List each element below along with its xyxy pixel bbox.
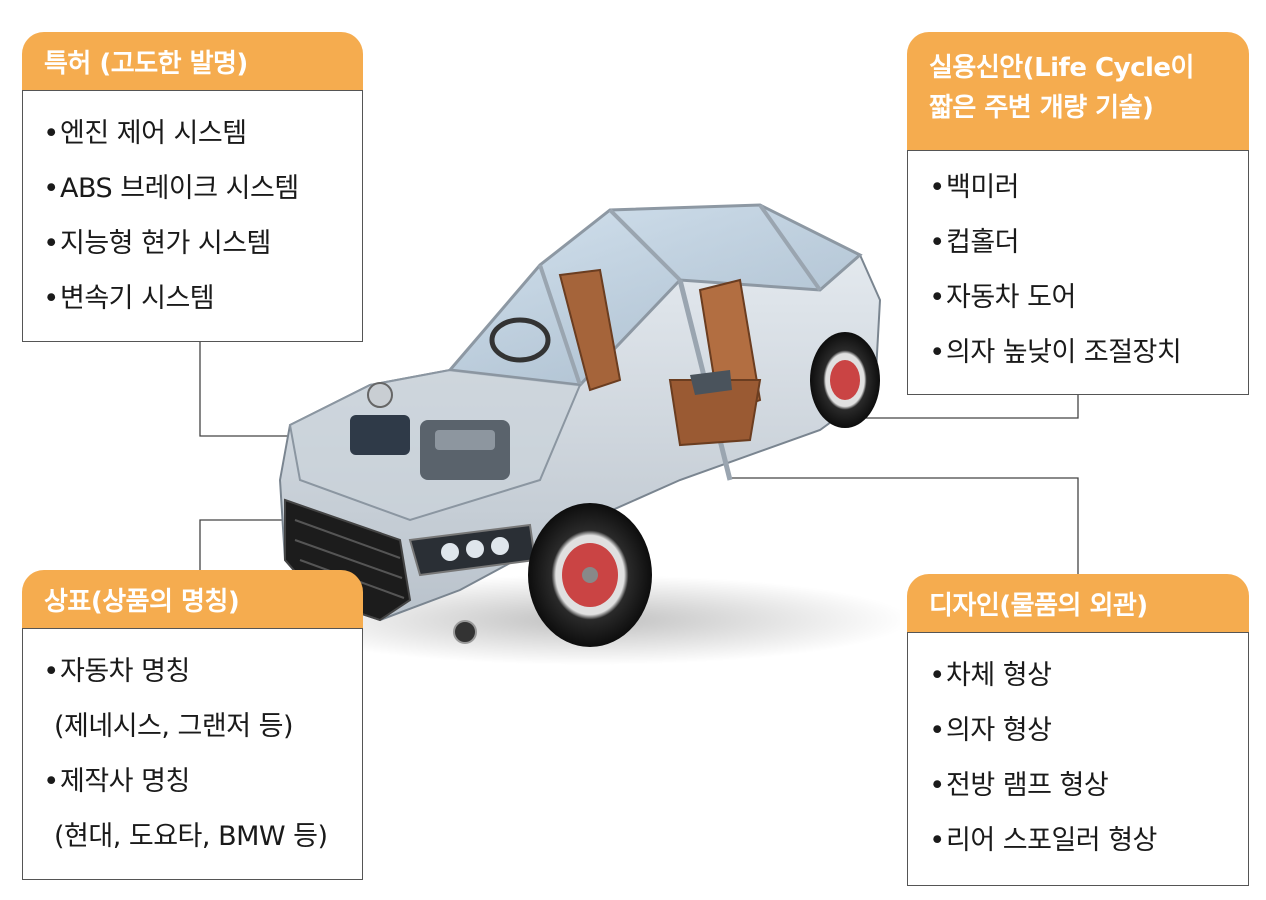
list-item: •리어 스포일러 형상 — [929, 825, 1157, 856]
list-item: •백미러 — [929, 172, 1020, 203]
list-item: •엔진 제어 시스템 — [43, 118, 247, 149]
trademark-box — [22, 628, 363, 880]
design-header: 디자인(물품의 외관) — [907, 574, 1249, 632]
leader-line-design — [730, 477, 1079, 574]
design-list: •차체 형상 •의자 형상 •전방 램프 형상 •리어 스포일러 형상 — [928, 648, 1157, 868]
list-item: •변속기 시스템 — [43, 283, 215, 314]
leader-line-trademark — [199, 519, 320, 570]
utility-header: 실용신안(Life Cycle이 짧은 주변 개량 기술) — [907, 32, 1249, 150]
patent-box — [22, 90, 363, 342]
list-item: •지능형 현가 시스템 — [43, 228, 271, 259]
list-item: (제네시스, 그랜저 등) — [54, 711, 294, 742]
trademark-title: 상표(상품의 명칭) — [44, 587, 240, 617]
list-item: •의자 형상 — [929, 715, 1052, 746]
list-item: •차체 형상 — [929, 660, 1052, 691]
patent-list: •엔진 제어 시스템 •ABS 브레이크 시스템 •지능형 현가 시스템 •변속… — [42, 106, 299, 326]
list-item: •자동차 명칭 — [43, 656, 190, 687]
utility-title-line-1: 실용신안(Life Cycle이 — [929, 53, 1194, 83]
list-item: •컵홀더 — [929, 227, 1020, 258]
design-title: 디자인(물품의 외관) — [929, 591, 1148, 621]
trademark-list: •자동차 명칭 (제네시스, 그랜저 등) •제작사 명칭 (현대, 도요타, … — [42, 644, 328, 864]
patent-header: 특허 (고도한 발명) — [22, 32, 363, 90]
list-item: (현대, 도요타, BMW 등) — [54, 821, 328, 852]
utility-list: •백미러 •컵홀더 •자동차 도어 •의자 높낮이 조절장치 — [928, 160, 1181, 380]
trademark-header: 상표(상품의 명칭) — [22, 570, 363, 628]
utility-box — [907, 150, 1249, 395]
design-box — [907, 632, 1249, 886]
list-item: •의자 높낮이 조절장치 — [929, 337, 1182, 368]
car-illustration — [270, 203, 900, 665]
list-item: •ABS 브레이크 시스템 — [43, 173, 299, 204]
utility-title-line-2: 짧은 주변 개량 기술) — [929, 93, 1154, 123]
list-item: •자동차 도어 — [929, 282, 1076, 313]
patent-title: 특허 (고도한 발명) — [44, 49, 248, 79]
list-item: •제작사 명칭 — [43, 766, 190, 797]
list-item: •전방 램프 형상 — [929, 770, 1109, 801]
leader-line-utility — [830, 395, 1079, 419]
